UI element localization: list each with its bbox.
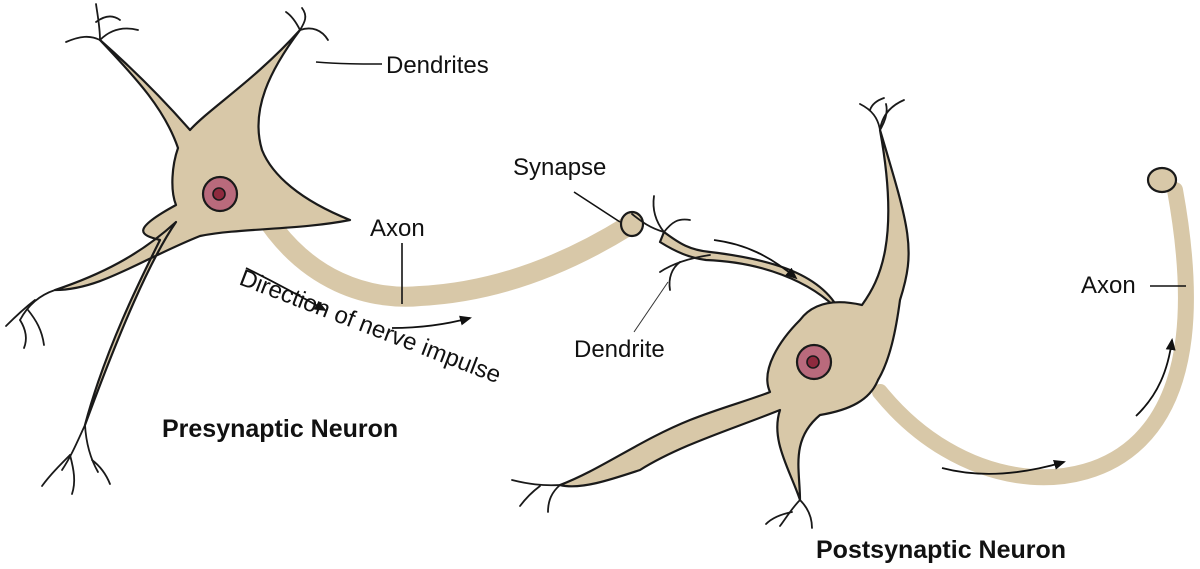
dendrites-label: Dendrites [386, 52, 489, 79]
postsynaptic-axon [872, 182, 1194, 486]
presynaptic-title: Presynaptic Neuron [162, 415, 398, 443]
postsynaptic-title: Postsynaptic Neuron [816, 536, 1066, 564]
impulse-arrow [941, 460, 1066, 475]
dendrites-leader [315, 61, 383, 65]
postsynaptic-neuron [511, 97, 1194, 529]
presynaptic-axon [240, 180, 638, 307]
dendrite-leader [633, 281, 669, 333]
synaptic-knob [619, 210, 645, 238]
impulse-arrows [245, 239, 1176, 475]
postsynaptic-nucleolus [806, 355, 820, 369]
impulse-arrow [391, 315, 472, 329]
presynaptic-nucleolus [212, 187, 226, 201]
presynaptic-dendrite-branches [5, 3, 329, 495]
synapse-label: Synapse [513, 154, 606, 181]
impulse-arrow [245, 267, 327, 311]
presynaptic-neuron [5, 3, 645, 495]
labels: Dendrites Synapse Axon Direction of nerv… [162, 52, 1136, 564]
axon-presynaptic-label: Axon [370, 215, 425, 242]
receiving-dendrite [658, 230, 842, 314]
axon-postsynaptic-label: Axon [1081, 272, 1136, 299]
impulse-arrow [1135, 338, 1176, 417]
synapse-leader [573, 191, 621, 223]
leader-lines [315, 61, 1186, 333]
dendrite-label: Dendrite [574, 336, 665, 363]
impulse-arrow [713, 239, 798, 280]
postsynaptic-dendrite-branches [511, 97, 905, 529]
postsynaptic-soma [558, 128, 910, 502]
postsynaptic-axon-terminal [1146, 166, 1178, 194]
presynaptic-soma [53, 28, 352, 427]
